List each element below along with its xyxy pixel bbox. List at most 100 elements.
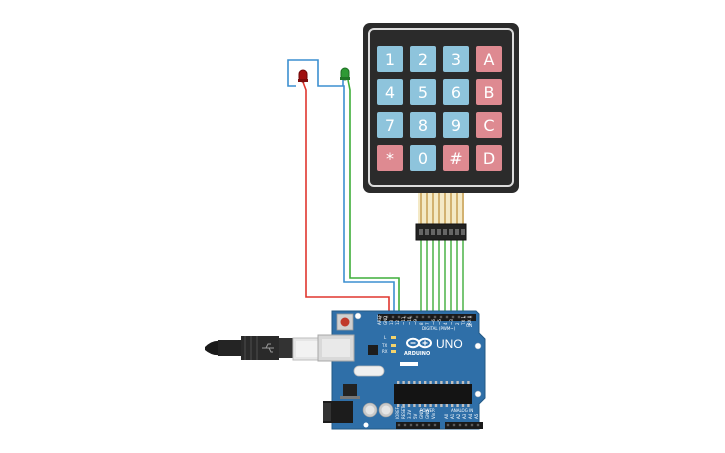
keypad-key-label: 3 xyxy=(451,50,461,69)
pin-label: GND xyxy=(419,410,424,419)
keypad-key-8[interactable]: 8 xyxy=(410,112,436,138)
pin-a2[interactable]: A2 xyxy=(456,413,462,427)
keypad-key-cap xyxy=(377,46,403,72)
pin-3[interactable]: ~3 xyxy=(449,315,455,325)
pin-2[interactable]: 2 xyxy=(455,315,461,325)
keypad-key-cap xyxy=(410,145,436,171)
keypad-key-cap xyxy=(476,112,502,138)
usb-icon xyxy=(262,343,274,353)
pin-12[interactable]: 12 xyxy=(395,315,401,325)
pin-label: ~6 xyxy=(431,319,436,325)
pin-ioref[interactable]: IOREF xyxy=(395,406,401,427)
keypad-key-3[interactable]: 3 xyxy=(443,46,469,72)
pin-label: Vin xyxy=(431,412,436,419)
pin-a0[interactable]: A0 xyxy=(444,413,450,427)
keypad-key-9[interactable]: 9 xyxy=(443,112,469,138)
keypad-key-cap xyxy=(410,79,436,105)
keypad-key-*[interactable]: * xyxy=(377,145,403,171)
pin-label: A5 xyxy=(474,413,479,419)
keypad-key-4[interactable]: 4 xyxy=(377,79,403,105)
keypad-key-2[interactable]: 2 xyxy=(410,46,436,72)
pin-label: A4 xyxy=(468,413,473,419)
crystal xyxy=(353,365,385,377)
keypad-key-cap xyxy=(377,79,403,105)
pin-gnd[interactable]: GND xyxy=(425,410,431,427)
pin-4[interactable]: 4 xyxy=(443,315,449,325)
keypad-key-6[interactable]: 6 xyxy=(443,79,469,105)
pin-label: A1 xyxy=(450,413,455,419)
keypad-key-cap xyxy=(443,79,469,105)
voltage-regulator xyxy=(343,384,357,396)
pin-label: RESET xyxy=(401,406,406,419)
keypad-key-A[interactable]: A xyxy=(476,46,502,72)
pin-10[interactable]: ~10 xyxy=(407,315,413,325)
keypad-key-label: # xyxy=(449,149,462,168)
pin-9[interactable]: ~9 xyxy=(413,315,419,325)
arduino-uno-board[interactable]: L TX RX ON ARDUINO UNO DIGITAL (PWM~) PO… xyxy=(317,310,486,430)
pin-a4[interactable]: A4 xyxy=(468,413,474,427)
keypad-key-label: C xyxy=(483,116,494,135)
pin-tx1[interactable]: TX 1 xyxy=(461,316,467,326)
pin-5[interactable]: ~5 xyxy=(437,315,443,325)
keypad-key-B[interactable]: B xyxy=(476,79,502,105)
keypad-key-0[interactable]: 0 xyxy=(410,145,436,171)
keypad-key-label: 1 xyxy=(385,50,395,69)
keypad-wires xyxy=(420,240,464,316)
pin-a5[interactable]: A5 xyxy=(474,413,480,427)
pin-a1[interactable]: A1 xyxy=(450,413,456,427)
pin-gnd[interactable]: GND xyxy=(383,315,389,325)
keypad-key-cap xyxy=(377,145,403,171)
pin-gnd[interactable]: GND xyxy=(419,410,425,427)
pin-11[interactable]: ~11 xyxy=(401,315,407,325)
digital-header-label: DIGITAL (PWM~) xyxy=(422,326,456,331)
keypad-key-cap xyxy=(443,112,469,138)
pin-label: IOREF xyxy=(395,406,400,419)
pin-5v[interactable]: 5V xyxy=(413,413,419,427)
keypad-key-1[interactable]: 1 xyxy=(377,46,403,72)
led-rx-label: RX xyxy=(382,349,388,354)
pin-7[interactable]: 7 xyxy=(425,315,431,325)
blue-wire-red-led-leg xyxy=(287,59,395,316)
pin-label: ~3 xyxy=(449,319,454,325)
pin-8[interactable]: 8 xyxy=(419,315,425,325)
keypad-key-label: 4 xyxy=(385,83,395,102)
pin-label: TX 1 xyxy=(461,316,466,326)
pin-33v[interactable]: 3.3V xyxy=(407,410,413,427)
pin-label: 4 xyxy=(443,322,448,325)
pin-13[interactable]: 13 xyxy=(389,315,395,325)
keypad-key-#[interactable]: # xyxy=(443,145,469,171)
wires xyxy=(287,59,464,316)
usb-cable xyxy=(205,336,328,361)
red-led[interactable] xyxy=(298,69,308,83)
keypad-key-label: 0 xyxy=(418,149,428,168)
pin-vin[interactable]: Vin xyxy=(431,412,437,427)
pin-rx0[interactable]: RX 0 xyxy=(467,315,473,325)
pin-a3[interactable]: A3 xyxy=(462,413,468,427)
pin-label: 7 xyxy=(425,322,430,325)
pin-label: A3 xyxy=(462,413,467,419)
keypad-key-cap xyxy=(410,46,436,72)
led-l-label: L xyxy=(384,335,387,340)
keypad-key-7[interactable]: 7 xyxy=(377,112,403,138)
pin-label: ~11 xyxy=(401,316,406,325)
pin-label: ~10 xyxy=(407,316,412,325)
keypad-key-D[interactable]: D xyxy=(476,145,502,171)
keypad-key-label: D xyxy=(483,149,495,168)
keypad-key-cap xyxy=(377,112,403,138)
pin-6[interactable]: ~6 xyxy=(431,315,437,325)
keypad-key-label: B xyxy=(484,83,495,102)
green-led[interactable] xyxy=(340,67,350,81)
pin-label: A0 xyxy=(444,413,449,419)
pin-aref[interactable]: AREF xyxy=(377,314,383,325)
pin-label: ~5 xyxy=(437,319,442,325)
model-label: UNO xyxy=(436,337,463,351)
pin-reset[interactable]: RESET xyxy=(401,406,407,427)
keypad-key-C[interactable]: C xyxy=(476,112,502,138)
keypad-key-5[interactable]: 5 xyxy=(410,79,436,105)
